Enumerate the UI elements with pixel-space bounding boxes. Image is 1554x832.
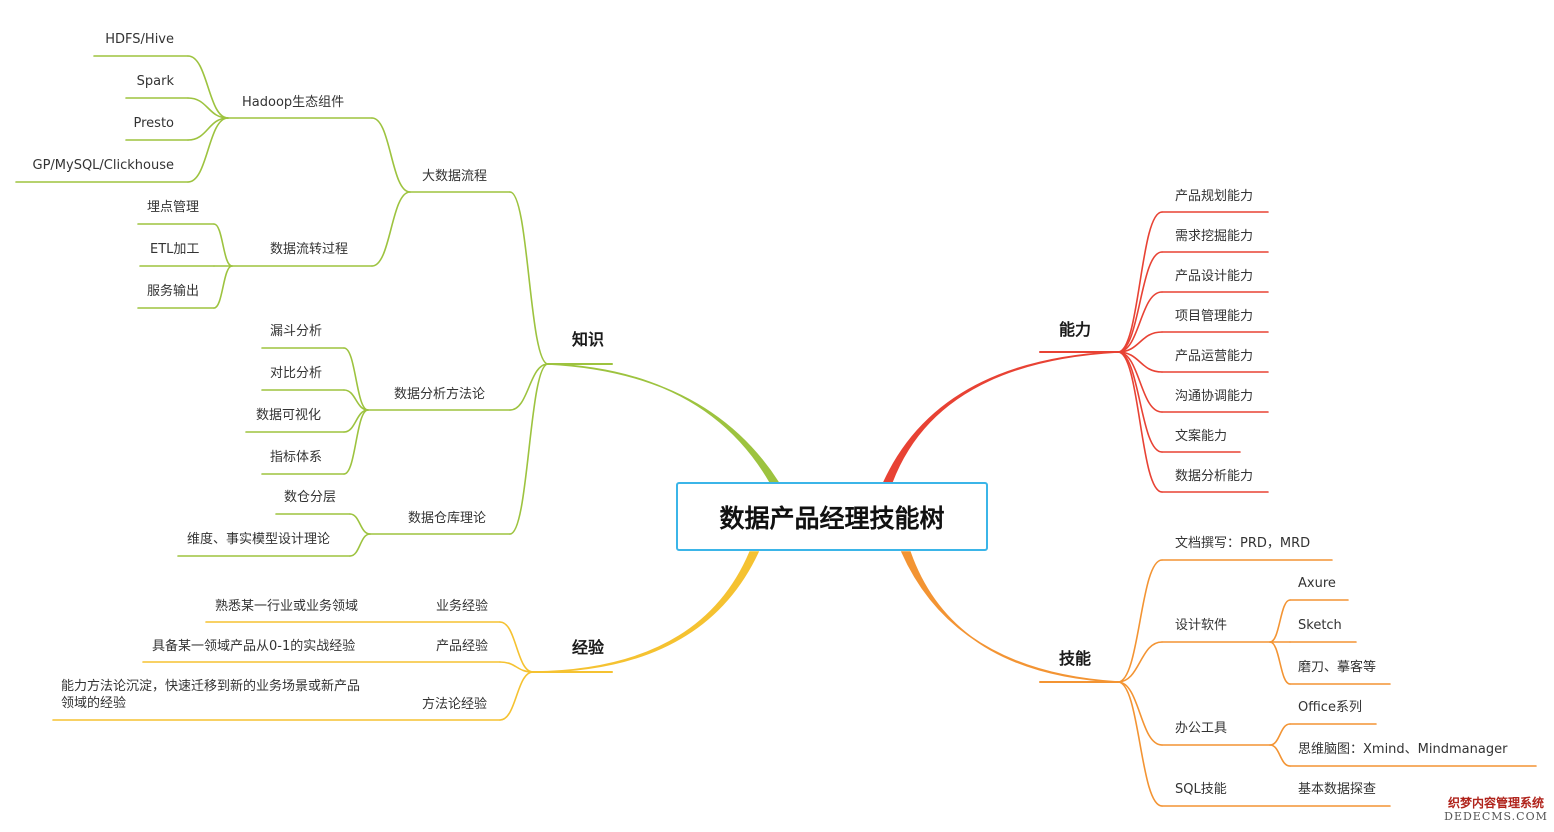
node-docs[interactable]: 文档撰写：PRD，MRD — [1175, 536, 1311, 551]
leaf-sketch[interactable]: Sketch — [1298, 618, 1342, 633]
edge-experience-item — [499, 621, 534, 673]
branch-skill-label[interactable]: 技能 — [1059, 649, 1092, 668]
edge-knowledge-bigdata — [509, 191, 549, 365]
edge-office-leaf — [1269, 744, 1291, 767]
leaf-funnel[interactable]: 漏斗分析 — [270, 324, 323, 339]
edge-dataflow-leaf — [213, 223, 233, 267]
leaf-ability-communication[interactable]: 沟通协调能力 — [1175, 389, 1254, 404]
edge-bigdata-hadoop — [371, 117, 411, 193]
node-warehouse[interactable]: 数据仓库理论 — [408, 511, 487, 526]
edge-knowledge-analysis — [509, 363, 549, 411]
edge-ability-item — [1117, 351, 1163, 453]
edge-skill-design — [1117, 641, 1163, 683]
edge-design-leaf — [1269, 641, 1291, 685]
watermark-line2: DEDECMS.COM — [1444, 810, 1548, 823]
leaf-modao[interactable]: 磨刀、摹客等 — [1298, 660, 1377, 675]
edge-hadoop-leaf — [187, 117, 229, 183]
leaf-metrics[interactable]: 指标体系 — [270, 450, 323, 465]
edge-ability-item — [1117, 331, 1163, 353]
node-data-flow[interactable]: 数据流转过程 — [270, 242, 349, 257]
node-product-exp[interactable]: 产品经验 — [436, 639, 489, 654]
watermark-line1: 织梦内容管理系统 — [1447, 796, 1544, 810]
leaf-axure[interactable]: Axure — [1298, 576, 1336, 591]
node-business-exp[interactable]: 业务经验 — [436, 599, 489, 614]
node-hadoop[interactable]: Hadoop生态组件 — [242, 95, 345, 110]
watermark-logo: 织梦内容管理系统 DEDECMS.COM — [1440, 796, 1552, 824]
leaf-spark[interactable]: Spark — [136, 74, 174, 89]
node-big-data-flow[interactable]: 大数据流程 — [422, 169, 488, 184]
leaf-ability-copywriting[interactable]: 文案能力 — [1175, 429, 1228, 444]
edge-analysis-leaf — [343, 409, 369, 475]
leaf-methodology-exp-detail[interactable]: 能力方法论沉淀，快速迁移到新的业务场景或新产品领域的经验 — [61, 679, 361, 711]
edge-ability-item — [1117, 351, 1163, 493]
edge-bigdata-dataflow — [371, 191, 411, 267]
node-design-software[interactable]: 设计软件 — [1175, 618, 1228, 633]
edge-office-leaf — [1269, 723, 1291, 746]
leaf-tracking[interactable]: 埋点管理 — [147, 200, 200, 215]
leaf-comparison[interactable]: 对比分析 — [270, 366, 323, 381]
edge-ability-item — [1117, 251, 1163, 353]
node-analysis-method[interactable]: 数据分析方法论 — [394, 387, 486, 402]
edge-analysis-leaf — [343, 389, 369, 411]
leaf-service-output[interactable]: 服务输出 — [147, 284, 200, 299]
edge-design-leaf — [1269, 599, 1291, 643]
leaf-ability-requirements[interactable]: 需求挖掘能力 — [1175, 229, 1254, 244]
leaf-ability-operation[interactable]: 产品运营能力 — [1175, 349, 1254, 364]
edge-skill-office — [1117, 681, 1163, 746]
leaf-product-exp-detail[interactable]: 具备某一领域产品从0-1的实战经验 — [152, 639, 356, 654]
edge-experience-item — [499, 671, 534, 721]
leaf-gp-mysql-clickhouse[interactable]: GP/MySQL/Clickhouse — [32, 158, 175, 173]
leaf-xmind[interactable]: 思维脑图：Xmind、Mindmanager — [1298, 742, 1508, 757]
edge-ability-item — [1117, 211, 1163, 353]
root-node[interactable]: 数据产品经理技能树 — [676, 482, 988, 551]
edge-experience-item — [499, 661, 534, 673]
edge-hadoop-leaf — [187, 117, 229, 141]
node-methodology-exp[interactable]: 方法论经验 — [422, 697, 488, 712]
leaf-sql-explore[interactable]: 基本数据探查 — [1298, 782, 1377, 797]
leaf-dimension-model[interactable]: 维度、事实模型设计理论 — [187, 532, 331, 547]
edge-hadoop-leaf — [187, 97, 229, 119]
edge-ability-item — [1117, 291, 1163, 353]
trunk-knowledge — [547, 363, 780, 483]
branch-knowledge-label[interactable]: 知识 — [572, 330, 605, 349]
leaf-ability-planning[interactable]: 产品规划能力 — [1175, 189, 1254, 204]
leaf-presto[interactable]: Presto — [133, 116, 175, 131]
edge-warehouse-leaf — [349, 533, 371, 557]
edge-knowledge-warehouse — [509, 363, 549, 535]
leaf-visualization[interactable]: 数据可视化 — [256, 408, 322, 423]
edge-hadoop-leaf — [187, 55, 229, 119]
edge-skill-sql — [1117, 681, 1163, 807]
leaf-business-exp-detail[interactable]: 熟悉某一行业或业务领域 — [215, 599, 359, 614]
edge-warehouse-leaf — [349, 513, 371, 535]
edge-dataflow-leaf — [213, 265, 233, 309]
leaf-dw-layers[interactable]: 数仓分层 — [284, 490, 337, 505]
trunk-ability — [882, 351, 1119, 483]
leaf-ability-design[interactable]: 产品设计能力 — [1175, 269, 1254, 284]
leaf-etl[interactable]: ETL加工 — [150, 242, 200, 257]
node-sql[interactable]: SQL技能 — [1175, 782, 1227, 797]
trunk-experience — [532, 551, 760, 673]
branch-experience-label[interactable]: 经验 — [572, 638, 605, 657]
leaf-ability-data-analysis[interactable]: 数据分析能力 — [1175, 469, 1254, 484]
leaf-hdfs-hive[interactable]: HDFS/Hive — [105, 32, 174, 47]
leaf-ability-project[interactable]: 项目管理能力 — [1175, 309, 1254, 324]
node-office-tools[interactable]: 办公工具 — [1175, 721, 1228, 736]
leaf-office[interactable]: Office系列 — [1298, 700, 1362, 715]
edge-skill-docs — [1117, 559, 1163, 683]
branch-ability-label[interactable]: 能力 — [1059, 320, 1092, 339]
edge-analysis-leaf — [343, 347, 369, 411]
